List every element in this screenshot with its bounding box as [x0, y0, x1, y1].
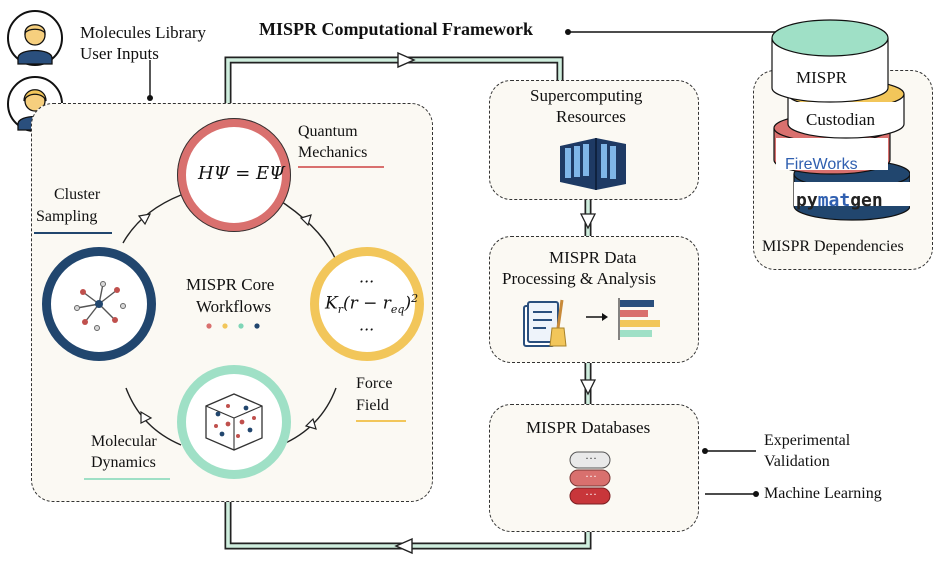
quantum-underline	[298, 166, 384, 168]
core-label-line1: MISPR Core	[186, 275, 275, 294]
quantum-mechanics-ring: HΨ = EΨ	[177, 118, 291, 232]
dependencies-label: MISPR Dependencies	[762, 238, 904, 255]
force-field-dots-bottom: ···	[359, 320, 375, 339]
dep-fireworks: FireWorks	[785, 156, 858, 173]
dep-pymatgen: pymatgen	[796, 190, 883, 211]
db-dots-1: ···	[585, 451, 597, 465]
core-label-line2: Workflows	[196, 297, 272, 316]
md-label-line1: Molecular	[91, 433, 157, 450]
server-rack-icon	[560, 138, 626, 190]
pipe-top-arrow	[397, 51, 416, 69]
md-label-line2: Dynamics	[91, 454, 156, 471]
data-processing-line2: Processing & Analysis	[502, 269, 656, 288]
supercomputing-line2: Resources	[556, 107, 626, 126]
cluster-label-line2: Sampling	[36, 208, 98, 225]
force-field-ring: ··· Kr(r − req)2 ···	[310, 247, 424, 361]
cluster-underline	[34, 232, 112, 234]
supercomputing-line1: Supercomputing	[530, 86, 643, 105]
bar-chart-icon	[618, 298, 660, 340]
md-underline	[84, 478, 170, 480]
quantum-label-line1: Quantum	[298, 123, 358, 140]
force-field-label-line1: Force	[356, 375, 393, 392]
data-cleaning-icon	[523, 299, 567, 347]
user-inputs-line1: Molecules Library	[80, 23, 207, 42]
pymatgen-part-b: mat	[817, 190, 851, 211]
force-field-dots-top: ···	[359, 272, 375, 291]
molecular-dynamics-ring	[177, 365, 291, 479]
user-icon	[7, 10, 63, 132]
md-box-icon	[205, 393, 263, 451]
force-field-underline	[356, 420, 406, 422]
dependency-stack	[771, 19, 910, 221]
page-title: MISPR Computational Framework	[259, 19, 533, 39]
db-dots-3: ···	[585, 487, 597, 501]
cluster-sampling-ring	[42, 247, 156, 361]
core-dots	[206, 323, 260, 329]
databases-label: MISPR Databases	[526, 418, 651, 437]
pymatgen-part-a: py	[796, 190, 818, 211]
dep-mispr: MISPR	[796, 68, 848, 87]
cluster-icon	[74, 281, 126, 331]
database-icon	[569, 451, 611, 505]
force-field-label-line2: Field	[356, 397, 389, 414]
validation-line1: Experimental	[764, 432, 851, 449]
dep-custodian: Custodian	[806, 110, 875, 129]
force-field-formula: Kr(r − req)2	[325, 292, 419, 317]
validation-line2: Validation	[764, 453, 830, 470]
arrow-right-icon	[586, 313, 608, 321]
schrodinger-formula: HΨ = EΨ	[198, 163, 285, 184]
pymatgen-part-c: gen	[850, 190, 883, 211]
cluster-label-line1: Cluster	[54, 186, 101, 203]
quantum-label-line2: Mechanics	[298, 144, 368, 161]
machine-learning-label: Machine Learning	[764, 485, 882, 502]
data-processing-line1: MISPR Data	[549, 248, 637, 267]
db-dots-2: ···	[585, 469, 597, 483]
user-inputs-line2: User Inputs	[80, 44, 159, 63]
pipe-bottom-arrow	[394, 537, 413, 555]
